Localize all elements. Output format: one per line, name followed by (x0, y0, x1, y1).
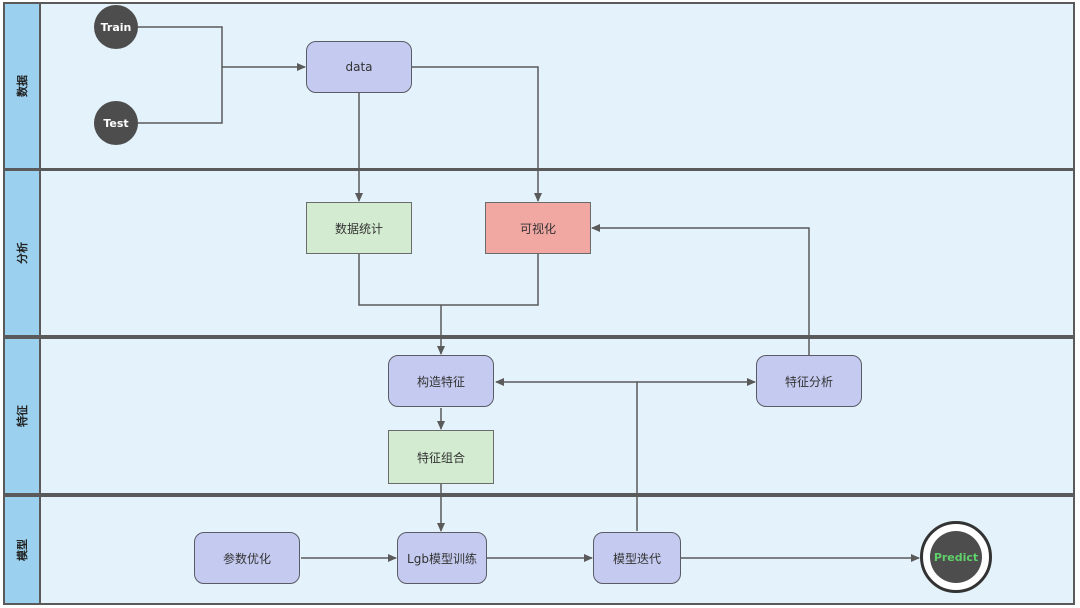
node-train[interactable]: Train (94, 5, 138, 49)
lane-feature (3, 337, 1075, 495)
node-model-iteration[interactable]: 模型迭代 (593, 532, 681, 584)
node-lgb-training[interactable]: Lgb模型训练 (397, 532, 487, 584)
node-predict[interactable]: Predict (930, 531, 982, 583)
lane-label-model: 模型 (16, 539, 29, 561)
lane-feature-header (3, 337, 41, 495)
lane-label-analysis: 分析 (16, 242, 29, 264)
lane-label-feature: 特征 (16, 405, 29, 427)
lane-analysis-header (3, 169, 41, 337)
lane-data-header (3, 2, 41, 170)
node-param-optimization[interactable]: 参数优化 (194, 532, 300, 584)
lane-data (3, 2, 1075, 170)
edge-data-visual (412, 66, 542, 202)
node-test[interactable]: Test (94, 101, 138, 145)
edge-train-merge (137, 26, 223, 67)
edge-stats-merge (358, 254, 441, 306)
node-data-stats[interactable]: 数据统计 (306, 202, 412, 254)
node-build-features[interactable]: 构造特征 (388, 355, 494, 407)
edge-visual-merge (441, 254, 539, 306)
node-data[interactable]: data (306, 41, 412, 93)
edge-analysis-visual (591, 224, 810, 355)
lane-model-header (3, 495, 41, 605)
edge-test-merge (137, 67, 223, 124)
node-feature-combine[interactable]: 特征组合 (388, 430, 494, 484)
node-visualization[interactable]: 可视化 (485, 202, 591, 254)
lane-label-data: 数据 (16, 75, 29, 97)
lane-model (3, 495, 1075, 605)
node-feature-analysis[interactable]: 特征分析 (756, 355, 862, 407)
